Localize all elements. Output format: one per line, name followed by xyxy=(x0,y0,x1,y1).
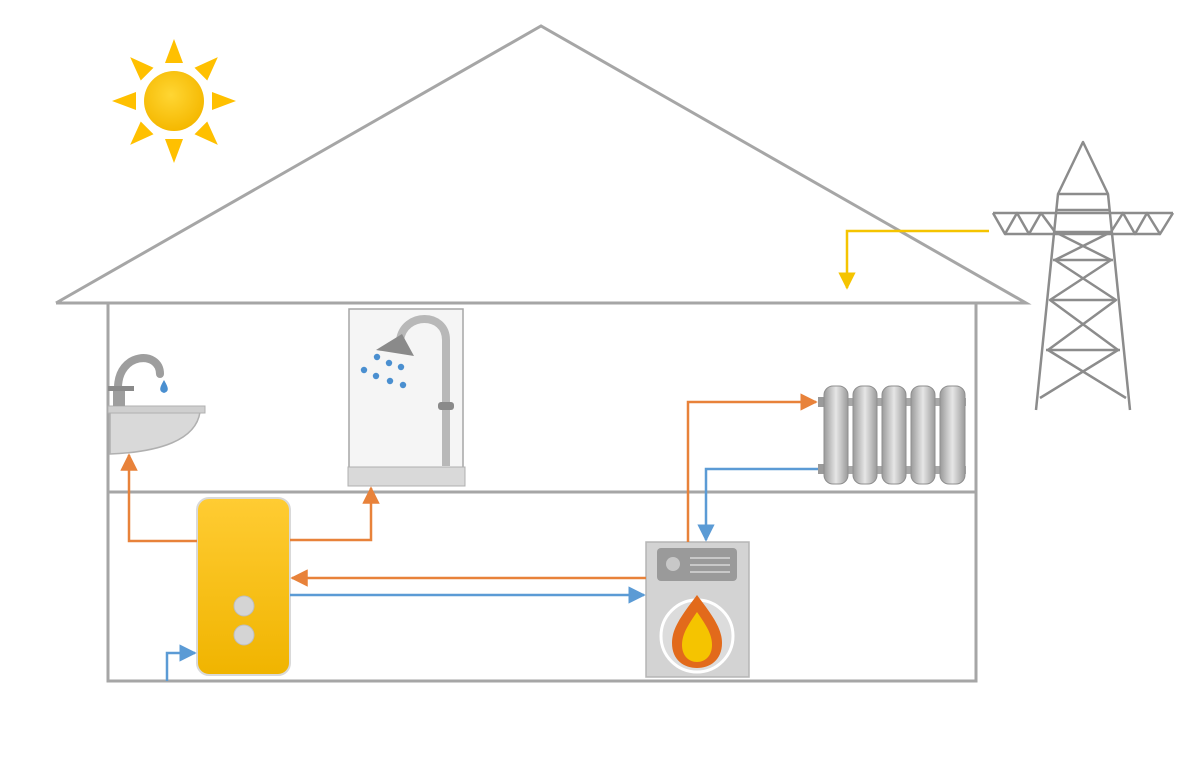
water-drop-icon xyxy=(160,380,168,393)
pipe-tank-to-shower xyxy=(290,486,380,542)
shower-icon xyxy=(347,308,466,487)
sun-icon xyxy=(112,39,236,163)
pipe-radiator-to-boiler xyxy=(697,467,818,542)
pipe-tank-to-sink xyxy=(120,453,197,543)
pipe-mains-to-tank xyxy=(165,644,197,681)
sink-icon xyxy=(107,354,206,455)
water-tank-icon xyxy=(196,497,291,676)
house-outline xyxy=(55,24,1032,683)
water-drops xyxy=(360,353,407,389)
power-pylon-icon xyxy=(991,140,1175,411)
flame-boiler-icon xyxy=(645,541,750,678)
pipes xyxy=(120,393,818,681)
radiator-icon xyxy=(818,385,966,485)
electricity-line xyxy=(838,229,989,290)
pipe-boiler-to-radiator xyxy=(686,393,818,542)
